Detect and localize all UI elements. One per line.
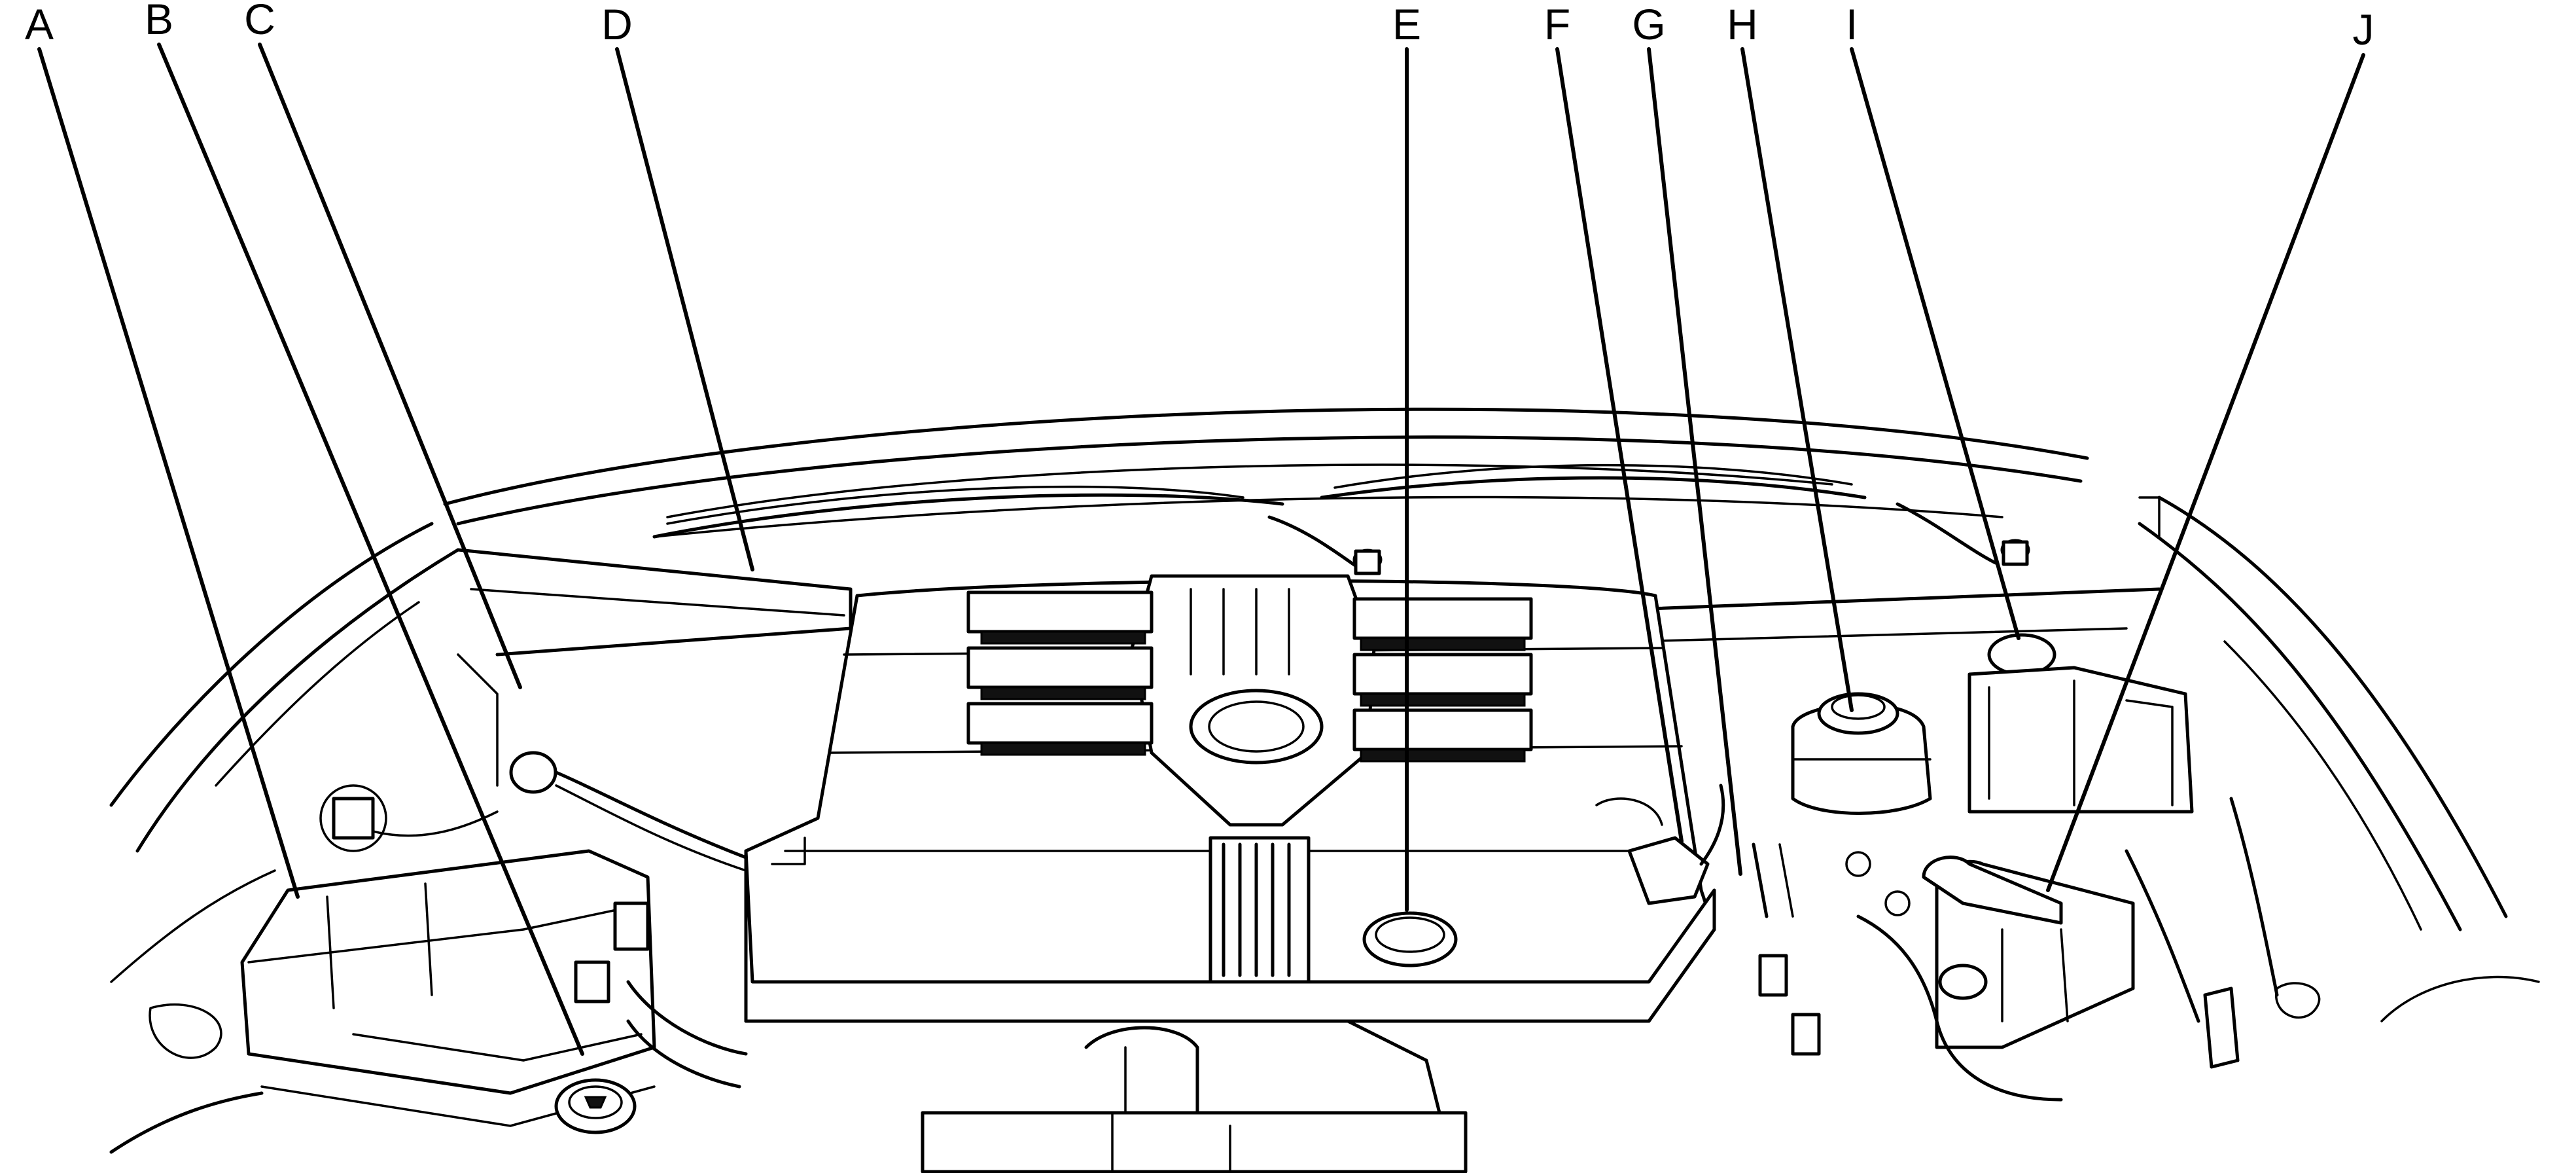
strut-tower-bracket — [1856, 797, 2279, 1102]
wiper-arms — [652, 463, 2030, 575]
radiator-support — [921, 1019, 1468, 1173]
leader-line-g — [1647, 47, 1742, 876]
callout-f: F — [1544, 0, 1570, 48]
callout-h: H — [1727, 0, 1758, 48]
fuse-block-left — [240, 849, 656, 1127]
callout-g: G — [1632, 0, 1665, 48]
hood-outline — [443, 407, 2089, 538]
engine-cover — [744, 574, 1716, 1023]
cover-ribs-center — [1209, 836, 1311, 984]
callout-d: D — [601, 0, 633, 48]
cover-ribs-left — [966, 590, 1154, 756]
callout-i: I — [1846, 0, 1858, 48]
fender-right — [2138, 496, 2540, 1022]
leader-line-d — [615, 47, 754, 571]
callout-leader-lines — [37, 43, 2365, 1056]
oil-fill-cap — [1362, 911, 1458, 967]
leader-line-b — [157, 43, 584, 1056]
fender-left — [109, 522, 499, 1154]
connector-c — [319, 751, 748, 872]
leader-line-i — [1850, 47, 2020, 640]
cowl-panel — [456, 548, 2161, 657]
callout-a: A — [25, 0, 54, 48]
washer-reservoir — [1967, 633, 2194, 814]
cover-ribs-right — [1352, 597, 1533, 763]
hoses-lower-left — [574, 901, 748, 1089]
leader-line-f — [1555, 47, 1684, 843]
callout-j: J — [2353, 5, 2374, 54]
callout-labels: A B C D E F G H I J — [25, 0, 2374, 54]
leader-line-a — [37, 47, 300, 899]
callout-e: E — [1392, 0, 1421, 48]
abs-module — [1627, 784, 1911, 1056]
leader-line-h — [1740, 47, 1854, 712]
callout-b: B — [145, 0, 173, 43]
leader-line-c — [258, 43, 522, 689]
coolant-cap — [554, 1078, 637, 1134]
callout-c: C — [244, 0, 275, 43]
brake-fluid-reservoir — [1791, 692, 1932, 815]
leader-line-j — [2046, 53, 2365, 892]
